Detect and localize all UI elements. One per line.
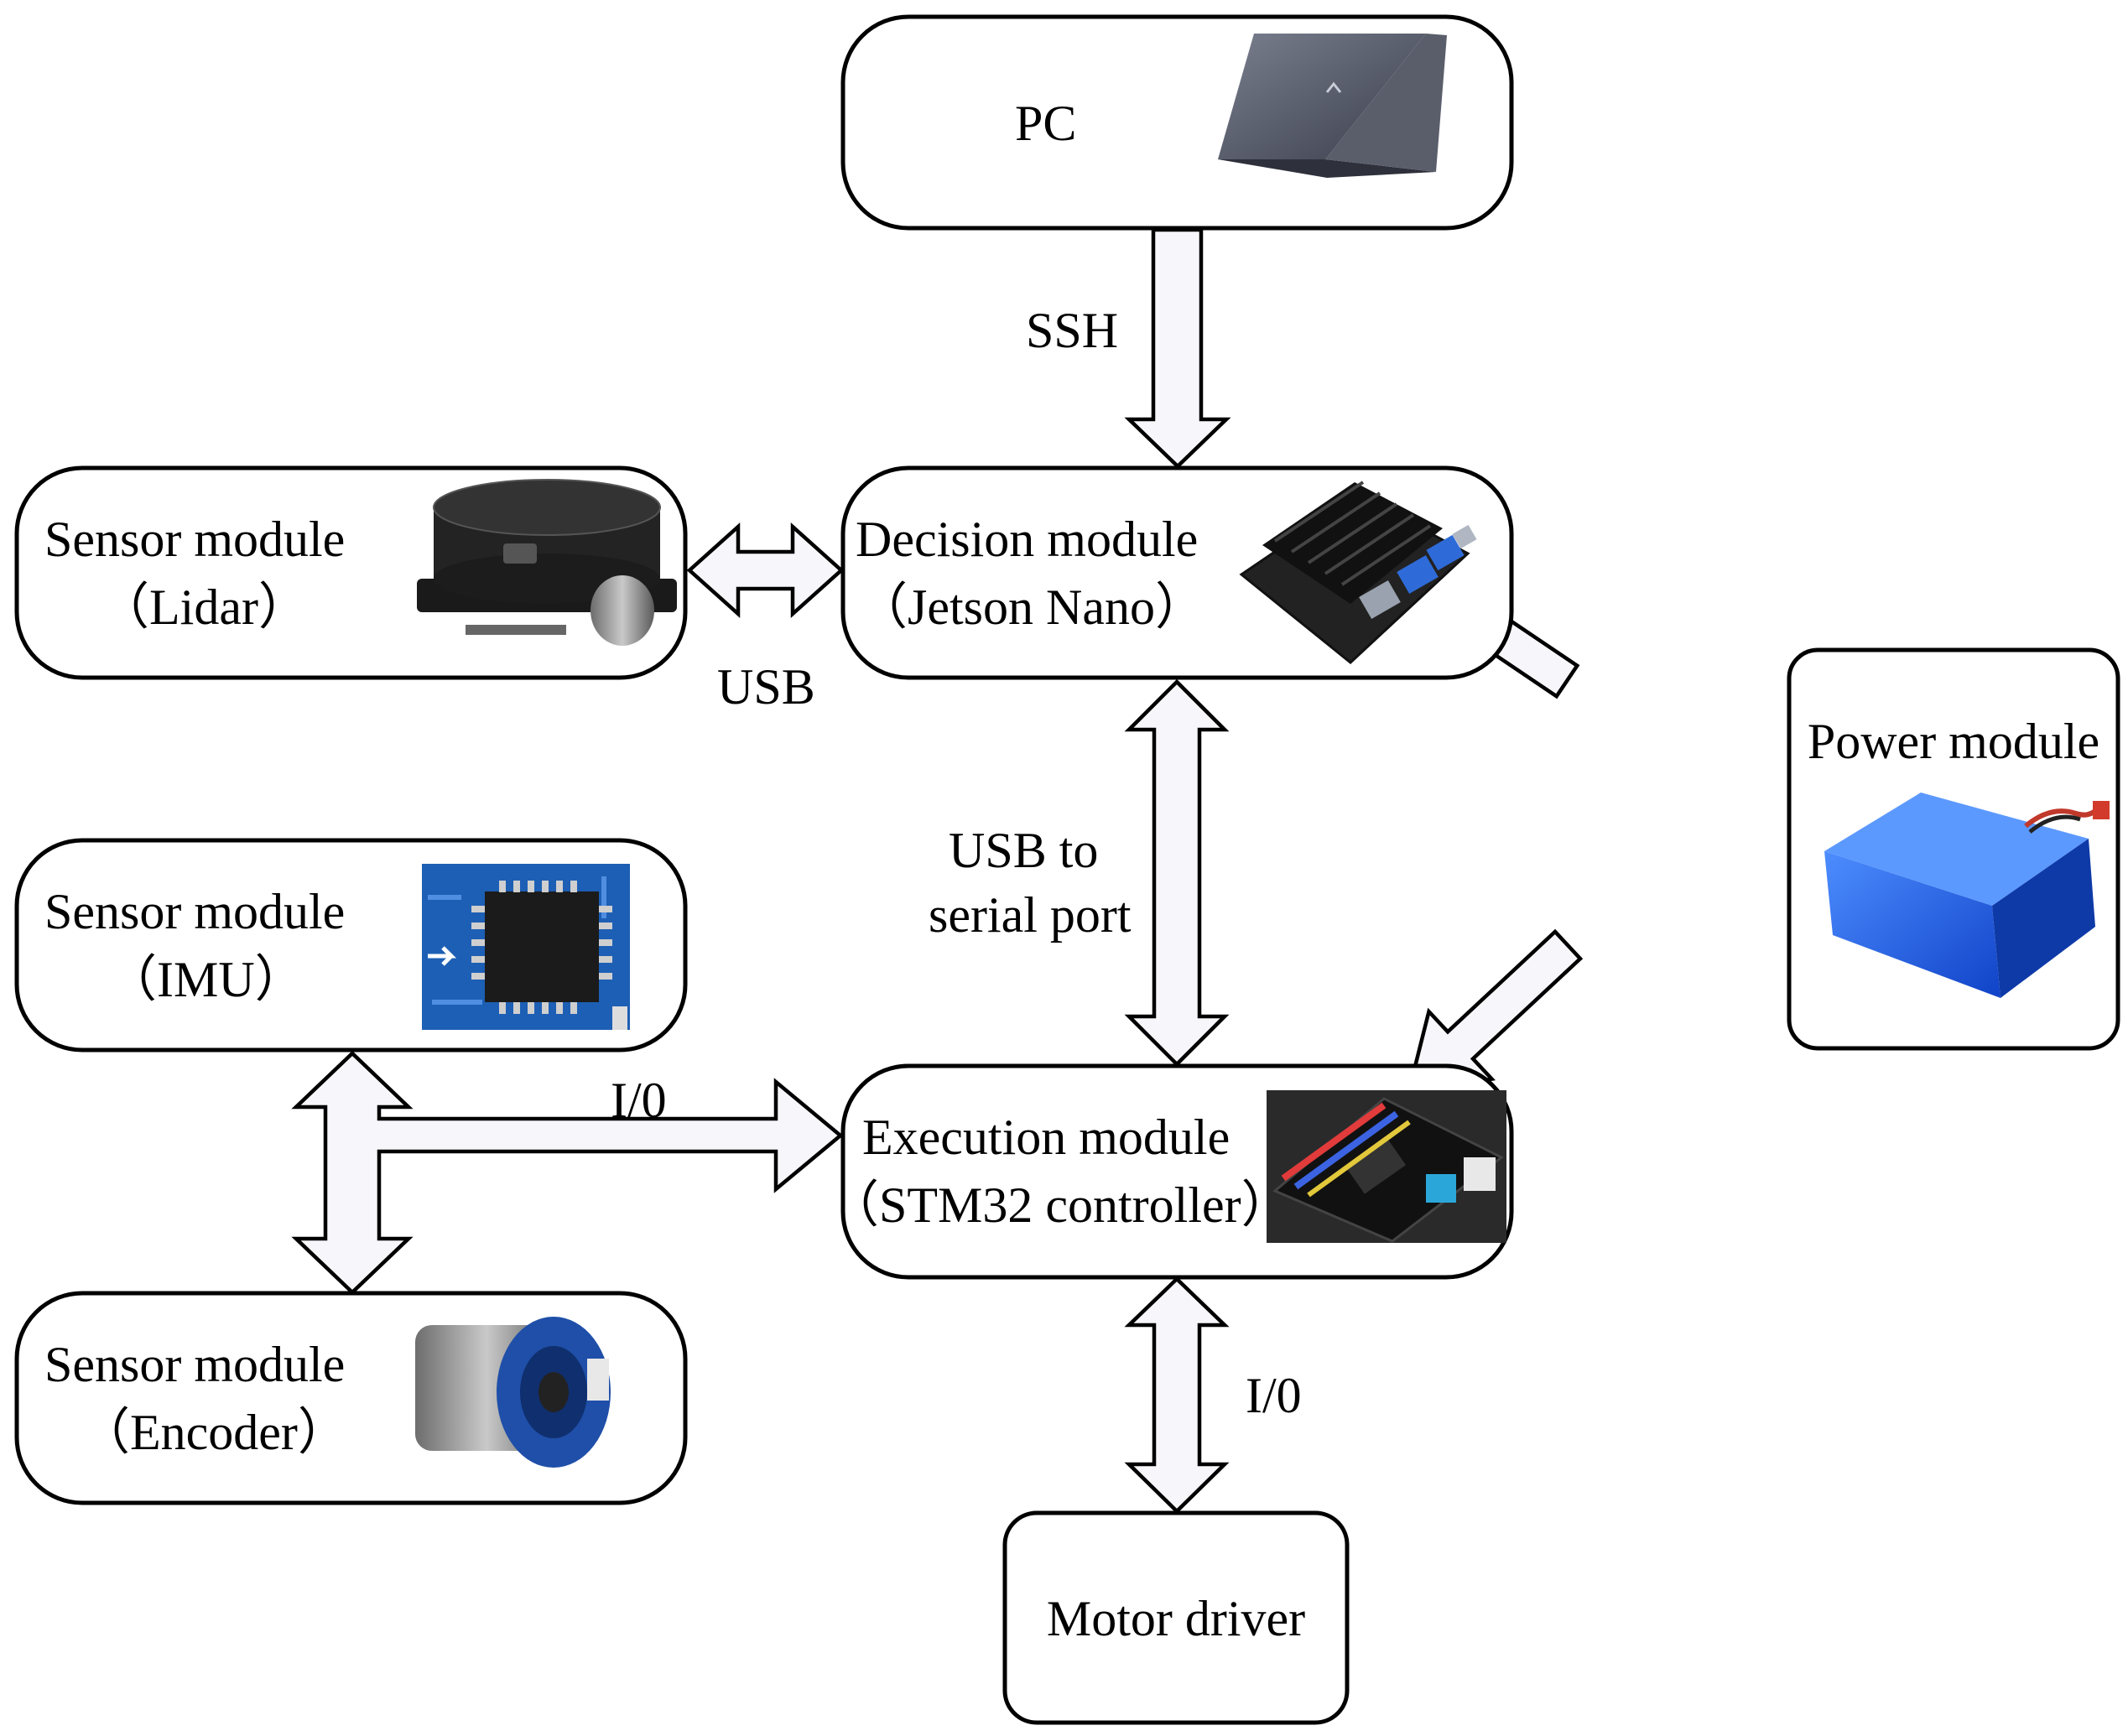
imu-sensor-module: Sensor module （IMU） [14, 838, 688, 1053]
encoder-title: Sensor module [44, 1337, 345, 1392]
decision-title: Decision module [856, 512, 1198, 567]
stm32-board-icon [1267, 1090, 1506, 1243]
pc-module: PC [840, 14, 1514, 231]
lidar-title: Sensor module [44, 512, 345, 567]
usb-serial-arrow [1124, 678, 1230, 1068]
power-module: Power module [1787, 647, 2120, 1051]
imu-chip-icon [422, 864, 630, 1030]
io-motor-label: I/0 [1246, 1368, 1302, 1423]
io-sensors-label: I/0 [611, 1073, 667, 1128]
io-sensors-arrow [291, 1050, 844, 1296]
imu-title: Sensor module [44, 884, 345, 939]
pc-label: PC [1015, 96, 1076, 151]
usb-arrow [686, 522, 845, 619]
ssh-arrow [1124, 227, 1231, 470]
ssh-label: SSH [1026, 303, 1118, 358]
battery-pack-icon [1824, 793, 2110, 998]
decision-subtitle: （Jetson Nano） [857, 580, 1205, 635]
power-module-label: Power module [1808, 714, 2099, 769]
usb-serial-label-line1: USB to [949, 823, 1098, 878]
execution-title: Execution module [862, 1110, 1230, 1165]
lidar-sensor-module: Sensor module （Lidar） [14, 465, 688, 680]
jetson-nano-board-icon [1239, 481, 1477, 664]
usb-label: USB [717, 659, 815, 715]
execution-module: Execution module （STM32 controller） [829, 1063, 1514, 1280]
lidar-sensor-icon [417, 479, 677, 646]
imu-subtitle: （IMU） [107, 952, 305, 1007]
motor-driver-label: Motor driver [1047, 1591, 1305, 1646]
laptop-icon [1218, 34, 1447, 178]
encoder-subtitle: （Encoder） [80, 1405, 348, 1460]
execution-subtitle: （STM32 controller） [829, 1177, 1292, 1233]
decision-module: Decision module （Jetson Nano） [840, 465, 1514, 680]
usb-serial-label-line2: serial port [929, 887, 1132, 943]
motor-driver-module: Motor driver [1002, 1510, 1350, 1725]
io-motor-arrow [1124, 1276, 1230, 1515]
lidar-subtitle: （Lidar） [99, 580, 309, 635]
power-to-execution-arrow [1405, 928, 1584, 1097]
encoder-sensor-module: Sensor module （Encoder） [14, 1291, 688, 1505]
encoder-motor-icon [415, 1317, 611, 1468]
